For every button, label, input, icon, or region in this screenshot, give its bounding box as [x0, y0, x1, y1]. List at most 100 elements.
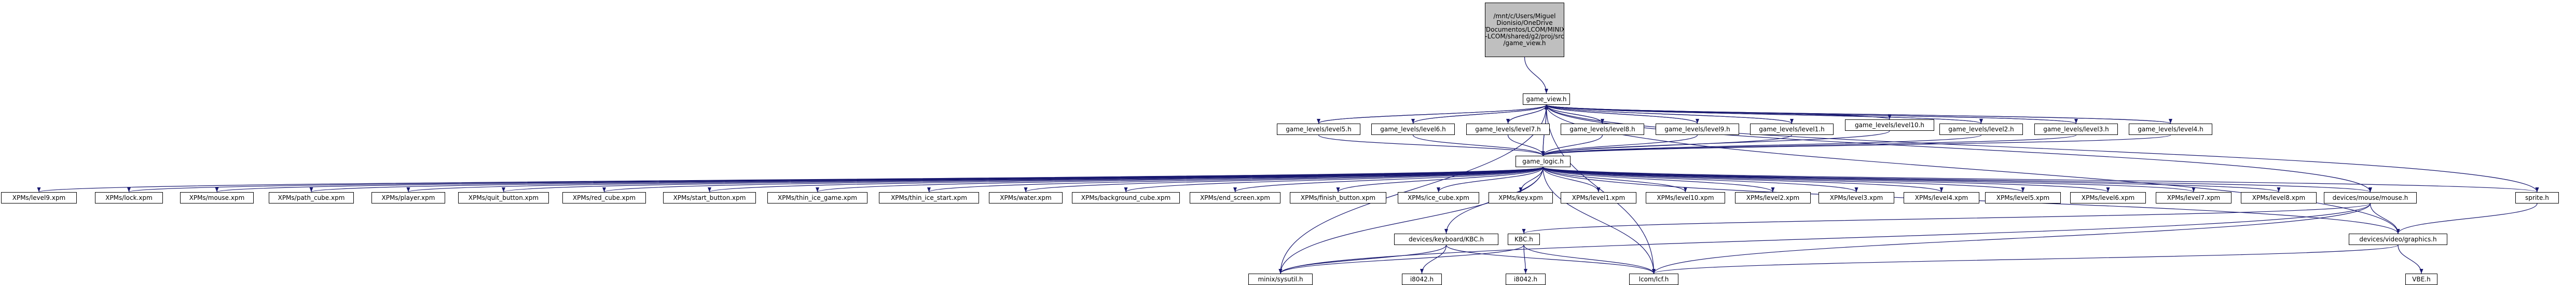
node-lcom[interactable]: lcom/lcf.h: [1629, 274, 1678, 285]
edge-game_logic-to-x_level10: [1542, 167, 1687, 193]
edge-keyboard-to-i8042a: [1420, 245, 1447, 274]
node-xpm-level8[interactable]: XPMs/level8.xpm: [2241, 192, 2317, 203]
edge-game_logic-to-mouse: [1542, 167, 2372, 193]
edge-level6-to-game_logic: [1412, 134, 1545, 156]
node-kbc[interactable]: KBC.h: [1508, 234, 1540, 245]
node-xpm-finish-button[interactable]: XPMs/finish_button.xpm: [1290, 192, 1386, 203]
node-xpm-red-cube[interactable]: XPMs/red_cube.xpm: [562, 192, 646, 203]
edge-mouse-to-kbc: [1522, 203, 2371, 234]
edge-sprite-to-graphics: [2396, 203, 2538, 234]
node-level6[interactable]: game_levels/level6.h: [1371, 124, 1455, 135]
node-xpm-level9[interactable]: XPMs/level9.xpm: [1, 192, 77, 203]
node-vbe[interactable]: VBE.h: [2405, 274, 2437, 285]
edge-game_logic-to-x_level5: [1542, 167, 2025, 193]
node-xpm-player[interactable]: XPMs/player.xpm: [371, 192, 445, 203]
root-file-node[interactable]: /mnt/c/Users/Miguel Dionisio/OneDrive /D…: [1485, 3, 1564, 57]
node-level4[interactable]: game_levels/level4.h: [2129, 124, 2212, 135]
edge-game_logic-to-x_thin_ice_start: [927, 167, 1544, 193]
edge-game_logic-to-x_background_cube: [1124, 167, 1544, 193]
node-xpm-lock[interactable]: XPMs/lock.xpm: [95, 192, 163, 203]
node-xpm-level6[interactable]: XPMs/level6.xpm: [2070, 192, 2146, 203]
edge-root-to-game_view: [1524, 57, 1548, 94]
edge-level4-to-game_logic: [1541, 134, 2171, 156]
node-xpm-level3[interactable]: XPMs/level3.xpm: [1819, 192, 1894, 203]
node-mouse[interactable]: devices/mouse/mouse.h: [2324, 192, 2417, 203]
node-xpm-path-cube[interactable]: XPMs/path_cube.xpm: [269, 192, 354, 203]
node-game-logic[interactable]: game_logic.h: [1516, 156, 1571, 167]
edge-game_logic-to-x_red_cube: [602, 167, 1544, 193]
node-xpm-start-button[interactable]: XPMs/start_button.xpm: [663, 192, 756, 203]
edge-mouse-to-lcom: [1652, 203, 2371, 274]
node-level5[interactable]: game_levels/level5.h: [1277, 124, 1360, 135]
node-i8042-b[interactable]: i8042.h: [1506, 274, 1546, 285]
node-xpm-level7[interactable]: XPMs/level7.xpm: [2156, 192, 2231, 203]
node-level10[interactable]: game_levels/level10.h: [1845, 119, 1934, 131]
edge-game_logic-to-x_end_screen: [1233, 167, 1544, 193]
edge-game_logic-to-x_level2: [1542, 167, 1775, 193]
dependency-edges: [37, 57, 2539, 274]
edge-graphics-to-lcom: [1652, 245, 2399, 274]
edge-game_logic-to-sysutil: [1278, 167, 1544, 274]
node-xpm-thin-ice-start[interactable]: XPMs/thin_ice_start.xpm: [879, 192, 979, 203]
edge-mouse-to-graphics: [2370, 203, 2400, 234]
root-path-line-1: /mnt/c/Users/Miguel: [1493, 12, 1556, 20]
edge-level5-to-game_view: [1318, 104, 1548, 124]
edge-game_logic-to-x_level4: [1542, 167, 1944, 193]
edge-level3-to-game_logic: [1541, 134, 2077, 156]
node-level9[interactable]: game_levels/level9.h: [1656, 124, 1739, 135]
edge-game_logic-to-sprite: [1542, 167, 2539, 193]
node-game-view[interactable]: game_view.h: [1523, 93, 1570, 105]
edge-level9-to-game_view: [1545, 104, 1698, 124]
node-xpm-end-screen[interactable]: XPMs/end_screen.xpm: [1190, 192, 1280, 203]
node-xpm-level1[interactable]: XPMs/level1.xpm: [1561, 192, 1636, 203]
node-xpm-ice-cube[interactable]: XPMs/ice_cube.xpm: [1398, 192, 1479, 203]
edge-game_view-to-sprite: [1546, 104, 2539, 193]
edge-game_logic-to-x_level7: [1542, 167, 2196, 193]
edge-level1-to-game_view: [1545, 104, 1793, 124]
edge-kbc-to-i8042b: [1523, 245, 1527, 274]
node-level7[interactable]: game_levels/level7.h: [1466, 124, 1550, 135]
node-xpm-level5[interactable]: XPMs/level5.xpm: [1985, 192, 2061, 203]
node-keyboard[interactable]: devices/keyboard/KBC.h: [1394, 234, 1498, 245]
node-xpm-level4[interactable]: XPMs/level4.xpm: [1904, 192, 1979, 203]
edge-level9-to-game_logic: [1541, 134, 1698, 156]
node-level8[interactable]: game_levels/level8.h: [1561, 124, 1644, 135]
edge-game_logic-to-x_level1: [1542, 167, 1601, 193]
node-xpm-level10[interactable]: XPMs/level10.xpm: [1646, 192, 1725, 203]
edge-game_view-to-sysutil: [1278, 104, 1547, 274]
edge-level5-to-game_logic: [1318, 134, 1545, 156]
root-path-line-4: -LCOM/shared/g2/proj/src: [1485, 33, 1564, 40]
node-sprite[interactable]: sprite.h: [2515, 192, 2559, 203]
edge-level8-to-game_logic: [1541, 134, 1603, 156]
edge-graphics-to-vbe: [2398, 245, 2423, 274]
node-xpm-key[interactable]: XPMs/key.xpm: [1489, 192, 1553, 203]
edge-level4-to-game_view: [1545, 104, 2171, 124]
node-level2[interactable]: game_levels/level2.h: [1939, 124, 2023, 135]
edge-level10-to-game_logic: [1541, 130, 1890, 156]
root-path-line-3: /Documentos/LCOM/MINIX: [1485, 26, 1564, 33]
node-i8042-a[interactable]: i8042.h: [1402, 274, 1442, 285]
edge-mouse-to-sysutil: [1278, 203, 2371, 274]
edge-game_logic-to-x_ice_cube: [1437, 167, 1544, 193]
node-sysutil[interactable]: minix/sysutil.h: [1248, 274, 1313, 285]
edge-game_logic-to-x_thin_ice_game: [816, 167, 1544, 193]
node-xpm-mouse[interactable]: XPMs/mouse.xpm: [180, 192, 254, 203]
edge-level2-to-game_view: [1545, 104, 1982, 124]
edge-keyboard-to-lcom: [1445, 245, 1656, 274]
edge-kbc-to-sysutil: [1278, 245, 1524, 274]
node-level3[interactable]: game_levels/level3.h: [2034, 124, 2118, 135]
edge-kbc-to-lcom: [1523, 245, 1656, 274]
edge-level6-to-game_view: [1412, 104, 1548, 124]
node-graphics[interactable]: devices/video/graphics.h: [2349, 234, 2447, 245]
edge-game_logic-to-x_level8: [1542, 167, 2280, 193]
node-xpm-background-cube[interactable]: XPMs/background_cube.xpm: [1072, 192, 1180, 203]
edge-keyboard-to-sysutil: [1278, 245, 1447, 274]
node-xpm-quit-button[interactable]: XPMs/quit_button.xpm: [458, 192, 549, 203]
edge-game_logic-to-x_finish_button: [1336, 167, 1544, 193]
node-xpm-water[interactable]: XPMs/water.xpm: [989, 192, 1063, 203]
node-xpm-level2[interactable]: XPMs/level2.xpm: [1735, 192, 1811, 203]
edge-game_logic-to-x_level3: [1542, 167, 1858, 193]
node-level1[interactable]: game_levels/level1.h: [1750, 124, 1834, 135]
node-xpm-thin-ice-game[interactable]: XPMs/thin_ice_game.xpm: [767, 192, 867, 203]
